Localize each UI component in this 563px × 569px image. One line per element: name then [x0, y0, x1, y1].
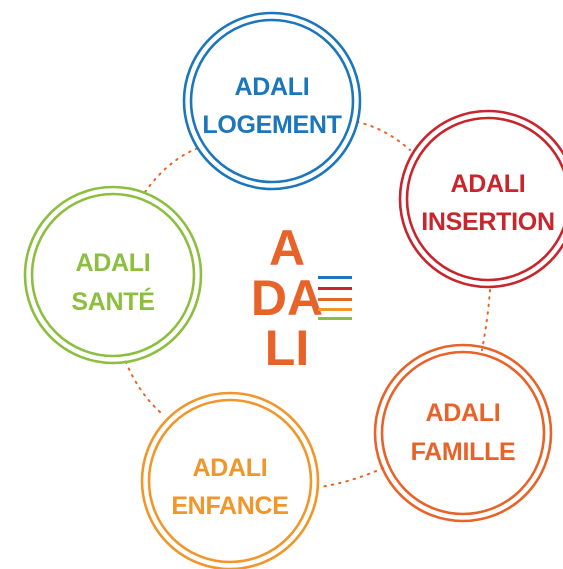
logo-letters-bottom: LI — [265, 320, 309, 376]
node-outer-ring — [373, 343, 553, 523]
node-insertion[interactable]: ADALI INSERTION — [398, 109, 563, 289]
adali-logo: A DA LI — [251, 220, 352, 376]
logo-letters-middle: DA — [251, 270, 323, 326]
node-title-line2: INSERTION — [421, 208, 554, 236]
node-title-line1: ADALI — [451, 170, 526, 198]
logo-stripe — [318, 276, 352, 279]
node-sante[interactable]: ADALI SANTÉ — [23, 185, 203, 365]
node-logement[interactable]: ADALI LOGEMENT — [182, 11, 362, 191]
connector-enfance-sante — [124, 359, 161, 413]
node-title-line2: LOGEMENT — [202, 111, 341, 139]
node-inner-ring — [189, 18, 355, 184]
connector-famille-enfance — [319, 467, 384, 488]
logo-stripe — [318, 287, 352, 290]
connector-sante-logement — [144, 147, 199, 193]
node-title-line1: ADALI — [76, 249, 151, 277]
node-title-line2: ENFANCE — [171, 492, 288, 520]
node-enfance[interactable]: ADALI ENFANCE — [140, 391, 320, 569]
logo-stripe — [318, 317, 352, 320]
connector-insertion-famille — [481, 289, 491, 351]
node-title-line1: ADALI — [426, 399, 501, 427]
node-outer-ring — [398, 109, 563, 289]
node-title-line1: ADALI — [193, 454, 268, 482]
node-title-line2: FAMILLE — [411, 438, 516, 466]
node-outer-ring — [182, 11, 362, 191]
node-outer-ring — [140, 391, 320, 569]
logo-letters-top: A — [269, 220, 305, 276]
connector-logement-insertion — [356, 121, 411, 151]
logo-stripe — [318, 308, 352, 311]
node-inner-ring — [380, 350, 546, 516]
node-title-line1: ADALI — [235, 73, 310, 101]
node-inner-ring — [30, 192, 196, 358]
node-title-line2: SANTÉ — [71, 287, 154, 316]
node-inner-ring — [405, 116, 563, 282]
node-inner-ring — [147, 398, 313, 564]
logo-stripe — [318, 298, 352, 301]
node-outer-ring — [23, 185, 203, 365]
node-famille[interactable]: ADALI FAMILLE — [373, 343, 553, 523]
